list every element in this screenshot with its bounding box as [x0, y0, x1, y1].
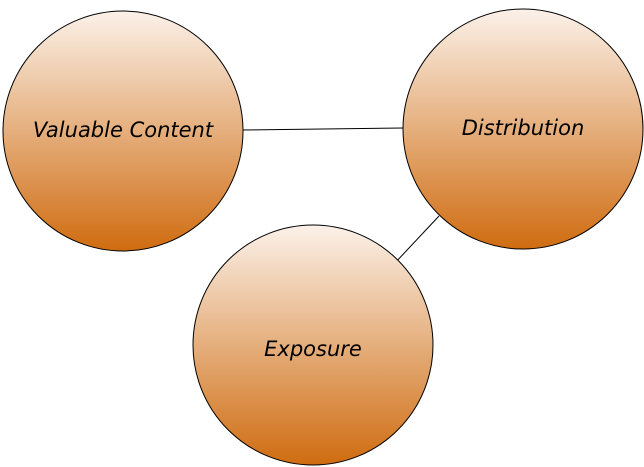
connector-distribution-exposure	[393, 215, 440, 265]
node-distribution-circle	[402, 8, 644, 250]
node-valuable-content-label: Valuable Content	[33, 118, 214, 142]
node-exposure-label: Exposure	[264, 337, 362, 361]
node-exposure[interactable]: Exposure	[192, 224, 434, 466]
connector-valuable-content-distribution	[242, 127, 405, 131]
node-valuable-content[interactable]: Valuable Content	[2, 10, 244, 252]
node-exposure-circle	[192, 224, 434, 466]
node-distribution[interactable]: Distribution	[402, 8, 644, 250]
node-distribution-label: Distribution	[462, 116, 585, 140]
node-valuable-content-circle	[2, 10, 244, 252]
